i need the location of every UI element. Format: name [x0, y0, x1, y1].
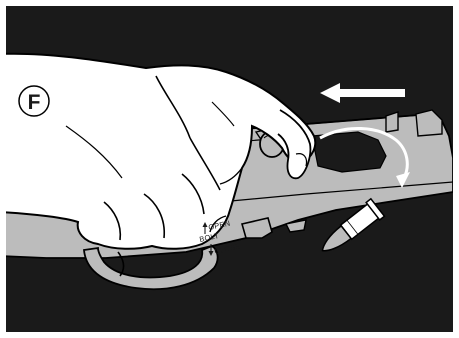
step-letter: F [28, 91, 41, 114]
rifle-bolt-illustration: F OPEN BOLT [6, 6, 453, 332]
illustration-panel: F OPEN BOLT [6, 6, 453, 332]
push-direction-arrow-icon [320, 83, 405, 103]
step-badge-icon: F [19, 86, 49, 116]
